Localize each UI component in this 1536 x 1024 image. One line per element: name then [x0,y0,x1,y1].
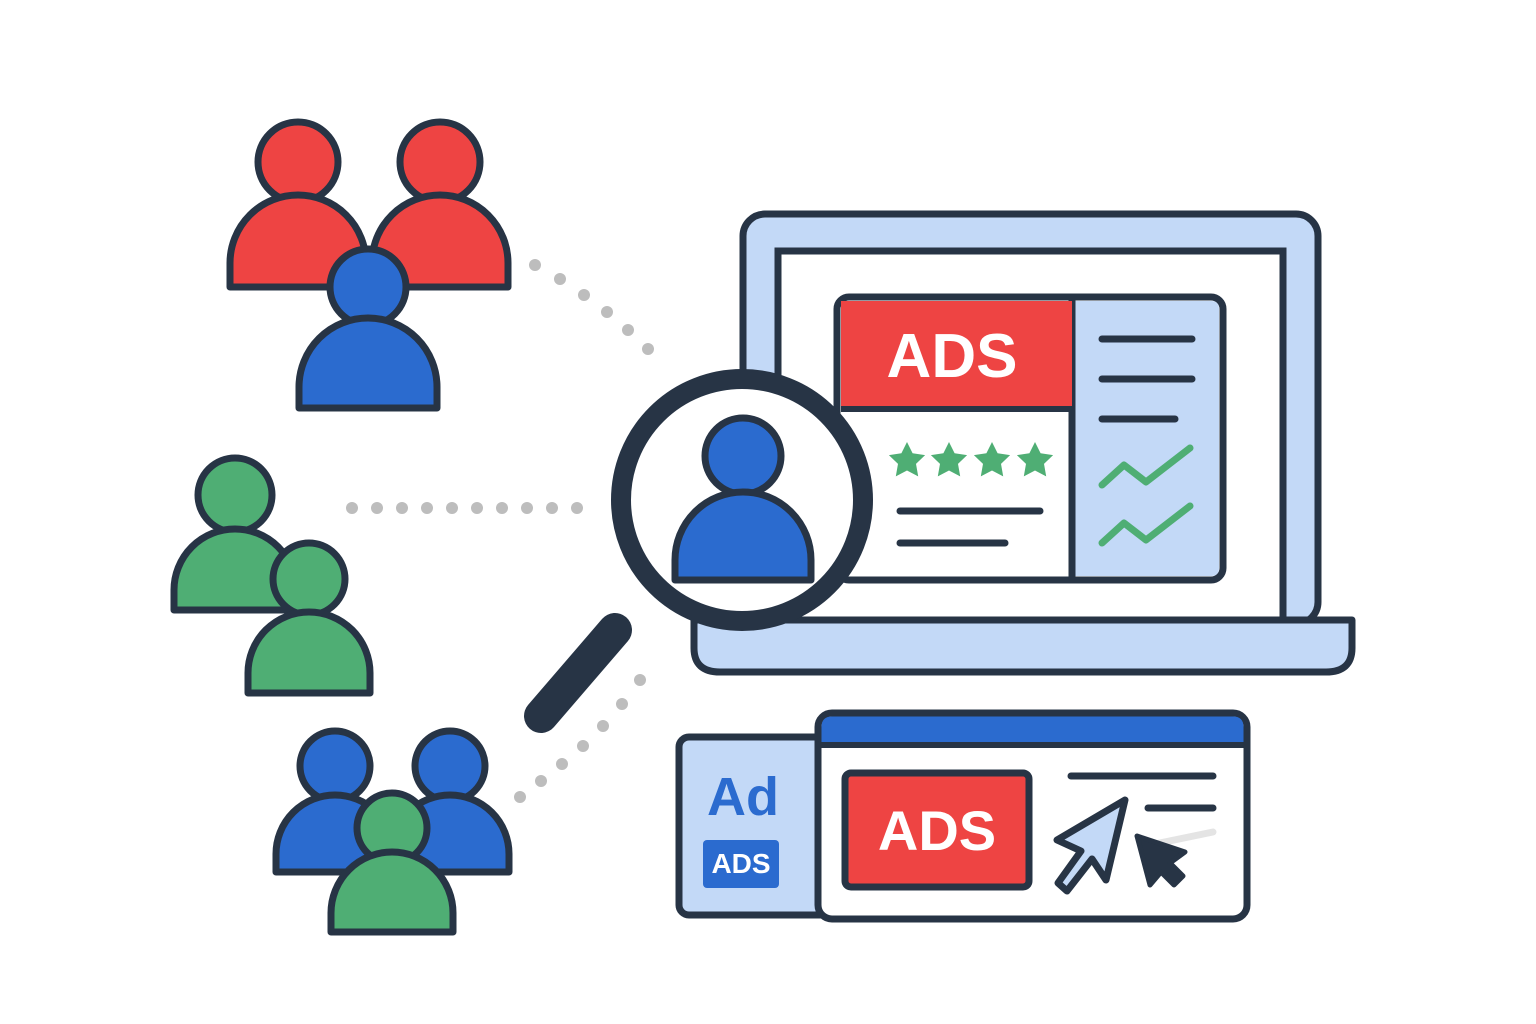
ad-tile: Ad ADS [675,733,839,919]
star-icon [888,442,926,477]
text-lines [1067,772,1217,812]
connector-dots [346,259,654,803]
person-icon [368,118,512,291]
ad-tile-label: Ad [707,767,779,827]
connector-bottom [514,674,646,803]
text-lines [896,335,1196,547]
ads-banner-label: ADS [878,799,996,862]
ads-banner [841,301,1072,407]
person-icon [295,245,441,412]
ad-tile-badge [703,840,779,888]
magnifier-icon [524,369,873,733]
person-icon [244,539,374,697]
laptop-ad-card: ADS [833,293,1227,584]
person-icon [170,454,300,614]
star-icon [1016,442,1054,477]
people-group-green [170,454,374,697]
trend-line-icon [1098,444,1194,547]
person-icon [671,414,815,584]
ad-card-sidebar [1072,301,1219,576]
rating-stars [888,442,1054,477]
browser-window: ADS [814,709,1251,923]
person-icon [226,118,370,291]
star-icon [930,442,968,477]
cursor-icon [1053,796,1129,895]
ads-banner [841,769,1033,891]
laptop: ADS [690,210,1356,676]
people-group-red-blue [226,118,512,412]
cursor-icon [1134,833,1188,888]
person-icon [327,789,457,936]
connector-middle [346,502,583,514]
browser-title-bar [821,716,1244,744]
laptop-base [690,616,1356,676]
connector-top [529,259,654,355]
ads-banner-label: ADS [887,322,1018,391]
star-icon [973,442,1011,477]
ad-tile-badge-label: ADS [711,848,770,879]
people-group-blue-green [272,727,513,936]
